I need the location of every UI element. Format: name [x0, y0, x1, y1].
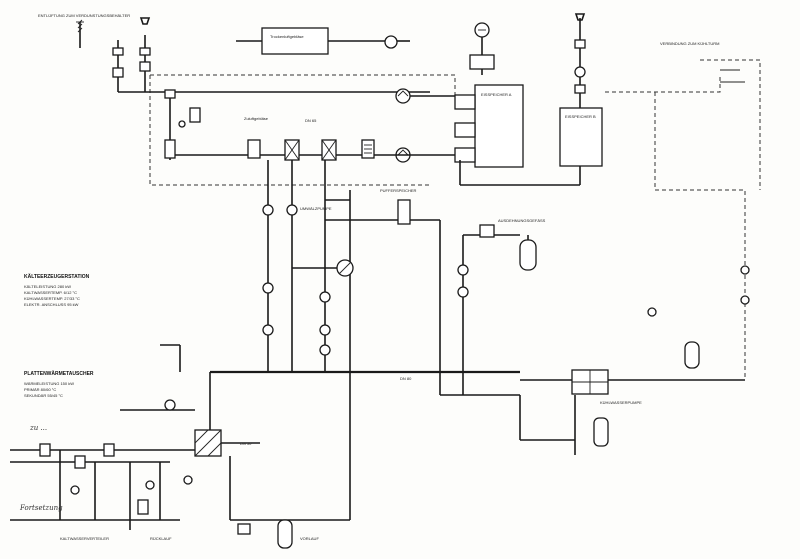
pump-column-right: [319, 291, 331, 356]
blower-label: Zuluftgebläse: [244, 116, 269, 121]
ch-b-label: EISSPEICHER B: [565, 114, 596, 119]
bottom-valve-box: [237, 523, 251, 535]
hand-note-1: zu ...: [29, 424, 47, 432]
connector-box-a1: [454, 94, 476, 110]
ch-a-label: EISSPEICHER A: [481, 92, 512, 97]
exp-label: AUSDEHNUNGSGEFÄSS: [498, 218, 546, 223]
valve-stack-left: [112, 17, 151, 78]
right-pumps: [647, 265, 750, 317]
connector-box-a3: [454, 147, 476, 163]
circulation-pump-1: [395, 88, 411, 104]
right-dash-top: [605, 75, 721, 93]
right-exp-vessel: [684, 341, 700, 369]
middle-right-pipes: [439, 220, 520, 396]
plate-heat-exchanger: [194, 429, 222, 457]
pump-column-left: [262, 204, 298, 336]
ice-storage-b: EISSPEICHER B: [559, 13, 603, 167]
bottom-label-1: KALTWASSERVERTEILER: [60, 536, 109, 541]
control-unit-right: [520, 369, 745, 395]
enclosure-dash-top: [150, 74, 456, 95]
hand-note-2: Fortsetzung: [19, 504, 63, 512]
panel2-line-2: PRIMÄR 80/60 °C: [24, 387, 56, 392]
panel-line-2: KALTWASSERTEMP. 6/12 °C: [24, 290, 77, 295]
panel2-line-1: WÄRMELEISTUNG 150 kW: [24, 381, 74, 386]
tank-label: PUFFERSPEICHER: [380, 188, 417, 193]
panel-title: KÄLTEERZEUGERSTATION: [24, 273, 90, 280]
left-valve-block: [164, 89, 201, 160]
right-dash-run: [654, 92, 746, 380]
bottom-expansion-vessel: [277, 519, 293, 549]
panel2-title: PLATTENWÄRMETAUSCHER: [24, 370, 94, 377]
filter-box: [247, 139, 261, 159]
pump-a-label: UMWÄLZPUMPE: [300, 206, 332, 211]
bottom-label-2: RÜCKLAUF: [150, 536, 172, 541]
vent-top-label: ENTLÜFTUNG ZUM VERDUNSTUNGSBEHÄLTER: [38, 13, 130, 18]
top-left-vent: [76, 19, 84, 48]
controller-box: [361, 139, 375, 159]
connector-box-a2: [454, 122, 476, 138]
panel-line-3: KÜHLWASSERTEMP. 27/33 °C: [24, 296, 80, 301]
exchanger-panel: PLATTENWÄRMETAUSCHER WÄRMELEISTUNG 150 k…: [24, 370, 94, 398]
mixing-valve: [292, 259, 354, 277]
heat-exchanger-box-2: [321, 139, 337, 161]
expansion-vessel-mid: [519, 235, 537, 271]
dn-label-2: DN 80: [400, 376, 412, 381]
buffer-tank: PUFFERSPEICHER: [380, 188, 417, 225]
bottom-pump-left: [164, 399, 176, 411]
right-note: VERBINDUNG ZUM KÜHLTURM: [660, 41, 719, 46]
station-panel: KÄLTEERZEUGERSTATION KÄLTELEISTUNG 280 k…: [24, 273, 90, 307]
bottom-left-piping: [10, 409, 195, 530]
right-tank-small: [593, 417, 609, 447]
right-dash-outer: [700, 59, 761, 190]
panel2-line-3: SEKUNDÄR 55/45 °C: [24, 393, 63, 398]
dryer-fan: Trockenluftgebläse: [236, 27, 410, 55]
pump-b-label: KÜHLWASSERPUMPE: [600, 400, 642, 405]
bottom-label-3: VORLAUF: [300, 536, 319, 541]
dn-label-3: DN 50: [240, 441, 252, 446]
panel-line-4: ELEKTR. ANSCHLUSS 95 kW: [24, 302, 79, 307]
fan-label: Trockenluftgebläse: [270, 34, 304, 39]
panel-line-1: KÄLTELEISTUNG 280 kW: [24, 284, 71, 289]
top-pump: [469, 22, 495, 75]
dn-label-1: DN 65: [305, 118, 317, 123]
ice-storage-a: EISSPEICHER A: [474, 84, 524, 168]
enclosure-dash-left: [149, 75, 430, 186]
heat-exchanger-box-1: [284, 139, 300, 161]
